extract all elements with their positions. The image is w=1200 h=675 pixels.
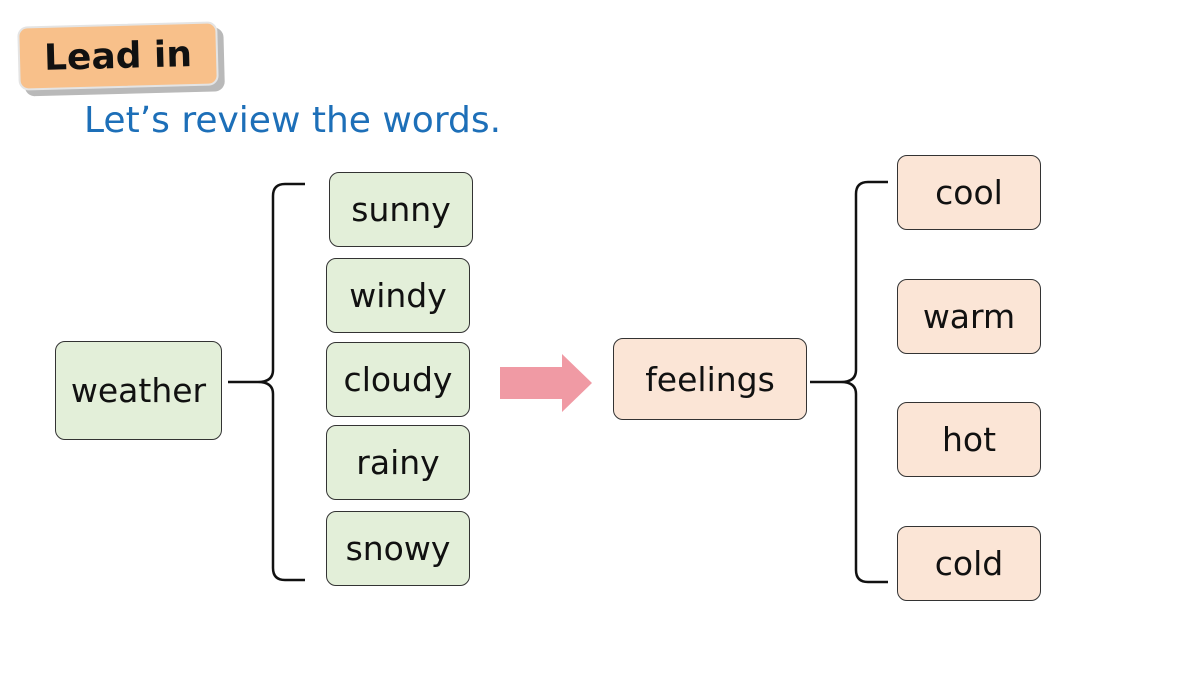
weather-item-sunny: sunny — [329, 172, 473, 247]
feelings-item-cool: cool — [897, 155, 1041, 230]
weather-item-cloudy: cloudy — [326, 342, 470, 417]
lead-in-tag: Lead in — [17, 21, 219, 91]
weather-box: weather — [55, 341, 222, 440]
weather-brace — [228, 182, 305, 582]
feelings-item-warm: warm — [897, 279, 1041, 354]
feelings-item-hot: hot — [897, 402, 1041, 477]
weather-item-rainy: rainy — [326, 425, 470, 500]
instruction-text: Let’s review the words. — [84, 100, 502, 141]
feelings-brace — [810, 180, 888, 584]
arrow-icon — [500, 354, 592, 412]
weather-item-snowy: snowy — [326, 511, 470, 586]
lead-in-label: Lead in — [43, 33, 193, 79]
weather-item-windy: windy — [326, 258, 470, 333]
feelings-box: feelings — [613, 338, 807, 420]
feelings-item-cold: cold — [897, 526, 1041, 601]
